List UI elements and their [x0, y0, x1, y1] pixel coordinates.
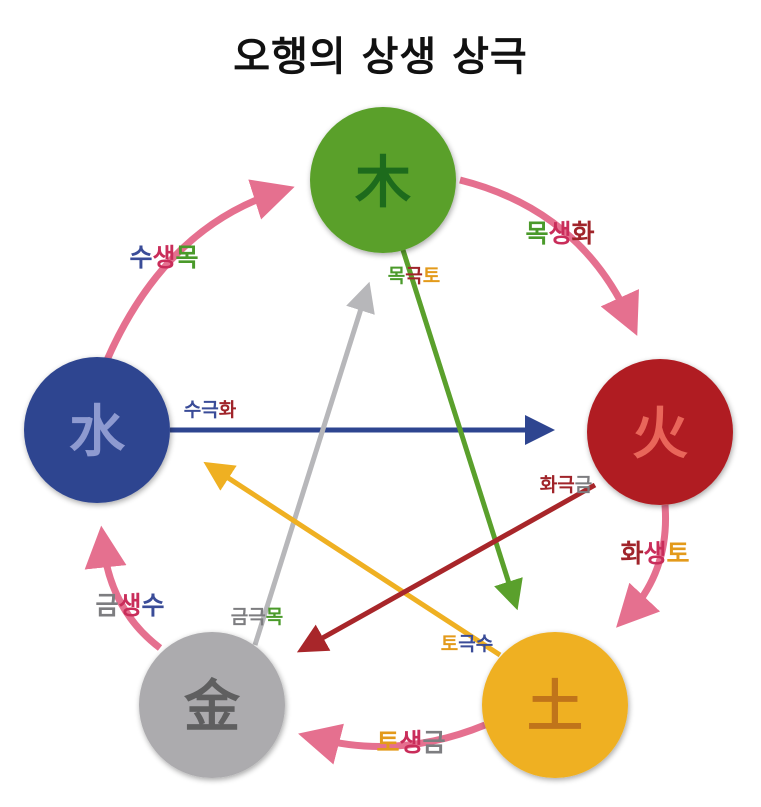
element-wood-char: 木 [355, 151, 411, 216]
sheng-arrow-earth-metal [298, 721, 487, 765]
element-metal: 金 [139, 632, 285, 778]
sheng-arrow-fire-earth [616, 504, 670, 628]
ke-arrow-earth-water [203, 461, 502, 658]
diagram-title: 오행의 상생 상극 [233, 34, 528, 80]
sheng-arrow-water-wood [103, 179, 295, 362]
element-earth: 土 [482, 632, 628, 778]
label-sheng-wood-fire: 목생화 [525, 219, 594, 248]
label-sheng-metal-water: 금생수 [95, 591, 164, 620]
label-sheng-fire-earth: 화생토 [620, 539, 689, 568]
element-earth-char: 土 [527, 675, 583, 740]
sheng-arrow-wood-fire [459, 176, 639, 336]
ke-arrow-wood-earth [400, 249, 523, 611]
ke-arrow-fire-metal [296, 482, 597, 653]
element-fire: 火 [587, 359, 733, 505]
label-ke-wood-earth: 목극토 [388, 265, 440, 287]
element-water-char: 水 [69, 400, 126, 465]
element-wood: 木 [310, 107, 456, 253]
label-ke-water-fire: 수극화 [184, 399, 237, 421]
label-sheng-earth-metal: 토생금 [376, 728, 445, 757]
label-sheng-water-wood: 수생목 [129, 243, 198, 272]
label-ke-fire-metal: 화극금 [540, 474, 592, 496]
label-ke-earth-water: 토극수 [441, 633, 493, 655]
label-ke-metal-wood: 금극목 [231, 606, 283, 628]
element-metal-char: 金 [183, 675, 241, 740]
element-fire-char: 火 [632, 402, 688, 467]
ke-arrow-metal-wood [252, 281, 375, 646]
element-water: 水 [24, 357, 170, 503]
sheng-arrow-metal-water [84, 525, 163, 651]
